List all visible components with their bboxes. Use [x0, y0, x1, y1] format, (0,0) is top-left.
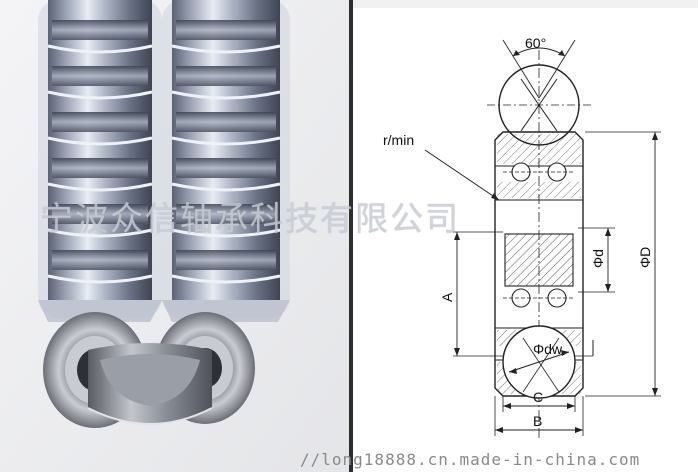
dimension-c-label: C	[533, 389, 543, 405]
outer-diameter-label: ΦD	[637, 247, 653, 268]
bearing-photo	[0, 0, 349, 472]
bore-diameter-label: Φd	[590, 249, 606, 268]
radius-label: r/min	[383, 132, 414, 148]
bearing-cross-section-diagram: 60°	[353, 0, 698, 472]
dimension-a-label: A	[439, 292, 455, 302]
angle-label: 60°	[525, 35, 546, 51]
source-url-text: //long18888.cn.made-in-china.com	[300, 450, 641, 469]
dimension-b-label: B	[533, 413, 542, 429]
company-watermark: 宁波众信轴承科技有限公司	[40, 199, 460, 238]
panel-divider	[349, 0, 353, 472]
bearing-photo-graphic	[0, 0, 349, 472]
roller-diameter-label: Φdw	[533, 341, 563, 357]
technical-drawing: 60°	[353, 0, 698, 472]
